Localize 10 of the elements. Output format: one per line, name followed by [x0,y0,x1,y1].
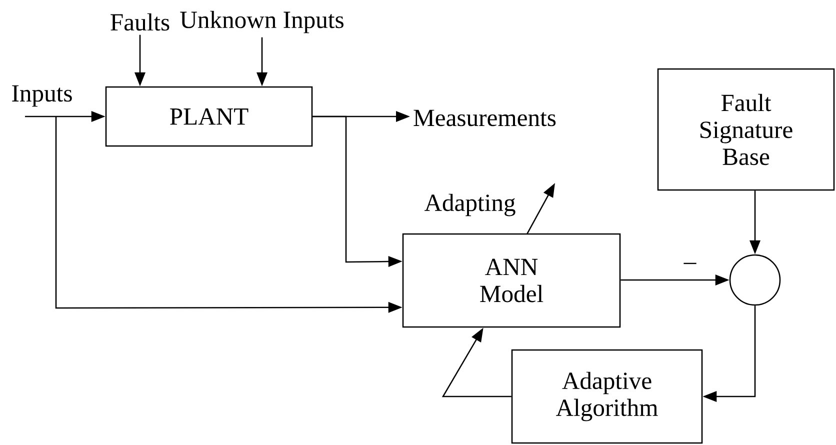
block-box: PLANT [105,86,313,147]
block-box: Adaptive Algorithm [511,349,703,444]
edge-label: Inputs [10,84,74,108]
signal-label: Unknown Inputs [180,10,344,34]
edge-label: – [682,262,698,270]
summing-junction [729,254,781,306]
block-box: ANN Model [402,233,621,328]
signal-label: Faults [110,13,170,31]
signal-label: Measurements [414,110,556,126]
block-box: Fault Signature Base [657,68,835,191]
